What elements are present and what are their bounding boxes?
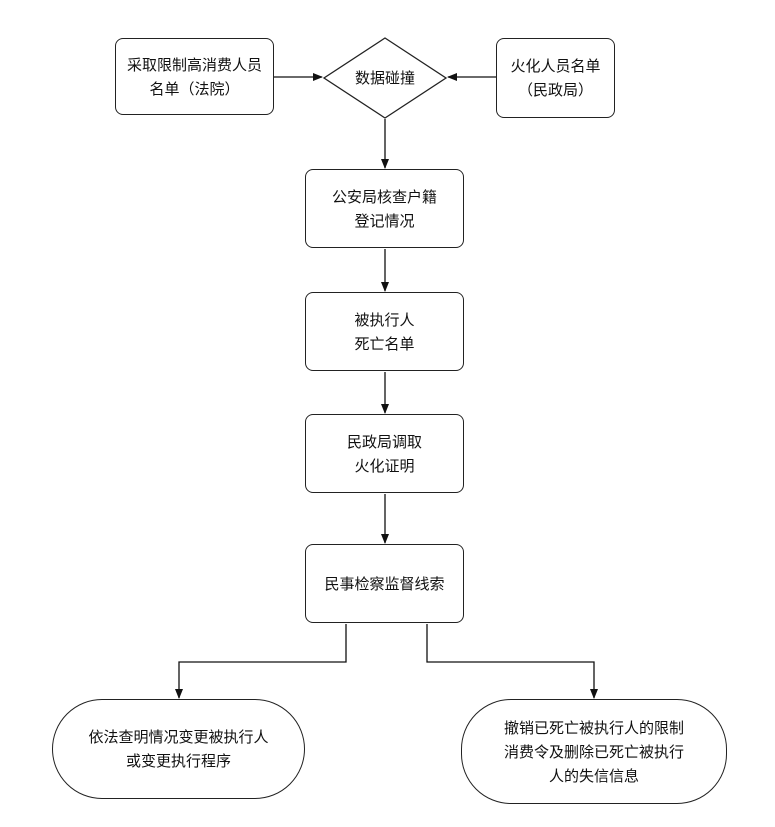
deceased-list-box: 被执行人 死亡名单	[305, 292, 464, 371]
police-check-line1: 公安局核查户籍	[331, 187, 437, 206]
cremation-proof-line1: 民政局调取	[346, 432, 422, 451]
data-collision-diamond	[322, 37, 448, 119]
change-party-line2: 或变更执行程序	[125, 752, 231, 770]
court-list-box: 采取限制高消费人员 名单（法院）	[115, 38, 274, 115]
police-check-line2: 登记情况	[354, 211, 415, 230]
deceased-list-line1: 被执行人	[354, 310, 415, 329]
police-check-box: 公安局核查户籍 登记情况	[305, 169, 464, 248]
court-list-line1: 采取限制高消费人员	[126, 55, 262, 74]
data-collision-label: 数据碰撞	[354, 69, 415, 87]
revoke-order-line3: 人的失信信息	[548, 766, 639, 785]
cremation-list-line1: 火化人员名单	[510, 57, 601, 75]
arrow-clue-to-revoke	[426, 624, 598, 699]
court-list-line2: 名单（法院）	[149, 79, 240, 98]
revoke-order-line1: 撤销已死亡被执行人的限制	[503, 718, 684, 737]
revoke-order-line2: 消费令及删除已死亡被执行	[503, 742, 684, 761]
cremation-proof-box: 民政局调取 火化证明	[305, 414, 464, 493]
change-party-line1: 依法查明情况变更被执行人	[88, 728, 269, 746]
arrow-clue-to-change	[175, 624, 347, 699]
deceased-list-line2: 死亡名单	[354, 334, 415, 353]
supervision-clue-box: 民事检察监督线索	[305, 544, 464, 623]
supervision-clue-text: 民事检察监督线索	[324, 574, 445, 593]
change-party-terminal: 依法查明情况变更被执行人 或变更执行程序	[52, 699, 305, 799]
revoke-order-terminal: 撤销已死亡被执行人的限制 消费令及删除已死亡被执行 人的失信信息	[461, 699, 727, 804]
cremation-proof-line2: 火化证明	[354, 456, 415, 475]
cremation-list-box: 火化人员名单 （民政局）	[496, 38, 615, 118]
cremation-list-line2: （民政局）	[517, 81, 593, 99]
